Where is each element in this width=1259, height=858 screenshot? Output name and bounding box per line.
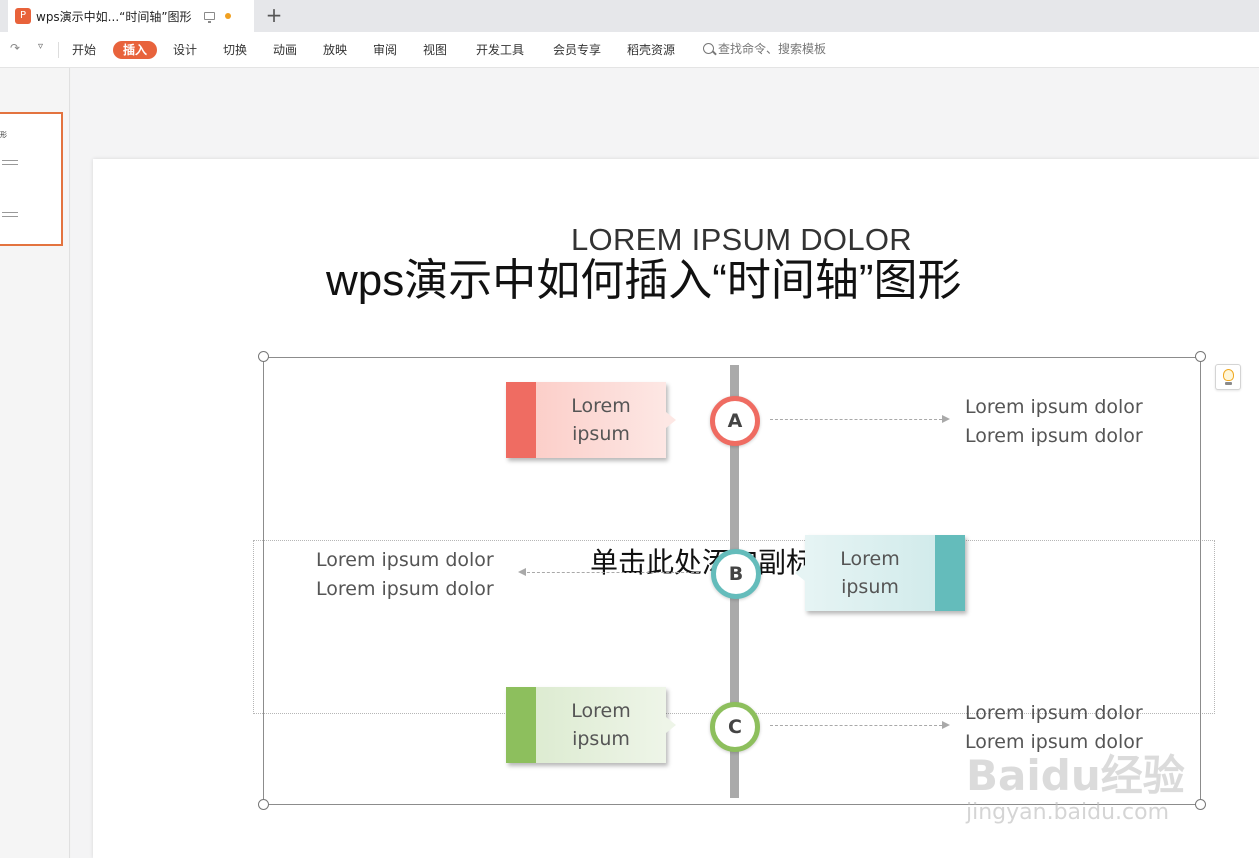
thumbnail-text-line	[2, 164, 18, 165]
resize-handle-top-right[interactable]	[1195, 351, 1206, 362]
timeline-card-a[interactable]: Lorem ipsum	[506, 382, 676, 458]
watermark-logo: Baidu经验	[966, 751, 1185, 800]
baidu-jingyan-watermark: Baidu经验 jingyan.baidu.com	[966, 742, 1196, 832]
redo-icon[interactable]: ↷	[10, 41, 21, 55]
screen-icon[interactable]	[203, 12, 215, 23]
description-line: Lorem ipsum dolor	[316, 578, 494, 600]
resize-handle-bottom-right[interactable]	[1195, 799, 1206, 810]
quick-access-dropdown-icon[interactable]: ▿	[38, 41, 44, 52]
slide[interactable]	[93, 159, 1259, 858]
connector-arrow-icon	[942, 415, 950, 423]
connector-line	[527, 572, 699, 573]
card-pointer	[795, 565, 805, 581]
lightbulb-icon	[1223, 369, 1234, 381]
thumbnail-text-line	[2, 216, 18, 217]
document-tab[interactable]: P wps演示中如...“时间轴”图形	[8, 0, 254, 32]
description-line: Lorem ipsum dolor	[965, 425, 1143, 447]
description-line: Lorem ipsum dolor	[316, 549, 494, 571]
new-tab-plus-icon[interactable]: +	[265, 3, 283, 27]
resize-handle-top-left[interactable]	[258, 351, 269, 362]
lightbulb-base	[1225, 382, 1232, 385]
timeline-card-c[interactable]: Lorem ipsum	[506, 687, 676, 763]
selection-frame[interactable]	[263, 357, 1201, 805]
card-color-bar	[506, 382, 536, 458]
tab-developer[interactable]: 开发工具	[476, 43, 525, 57]
ribbon-toolbar: ↷ ▿ 开始 插入 设计 切换 动画 放映 审阅 视图 开发工具 会员专享 稻壳…	[0, 32, 1259, 68]
ribbon-divider	[58, 42, 59, 58]
thumbnail-title: 形	[0, 131, 7, 139]
resize-handle-bottom-left[interactable]	[258, 799, 269, 810]
timeline-node-a[interactable]: A	[710, 396, 760, 446]
connector-line	[770, 725, 942, 726]
thumbnail-text-line	[2, 160, 18, 161]
smart-design-button[interactable]	[1215, 364, 1241, 390]
unsaved-dot-icon	[224, 13, 231, 19]
timeline-node-c[interactable]: C	[710, 702, 760, 752]
tab-start[interactable]: 开始	[72, 43, 97, 57]
connector-arrow-icon	[942, 721, 950, 729]
card-label: Lorem ipsum	[571, 700, 631, 750]
tab-slideshow[interactable]: 放映	[323, 43, 348, 57]
slide-thumbnail-panel: 形	[0, 68, 70, 858]
tab-review[interactable]: 审阅	[373, 43, 398, 57]
card-label: Lorem ipsum	[840, 548, 900, 598]
connector-arrow-icon	[518, 568, 526, 576]
card-pointer	[666, 412, 676, 428]
card-label: Lorem ipsum	[571, 395, 631, 445]
card-pointer	[666, 717, 676, 733]
tab-design[interactable]: 设计	[173, 43, 198, 57]
tab-animation[interactable]: 动画	[273, 43, 298, 57]
timeline-card-b[interactable]: Lorem ipsum	[795, 535, 965, 611]
wps-presentation-icon: P	[15, 8, 31, 24]
tab-transition[interactable]: 切换	[223, 43, 248, 57]
description-line: Lorem ipsum dolor	[965, 702, 1143, 724]
description-line: Lorem ipsum dolor	[965, 731, 1143, 753]
card-color-bar	[506, 687, 536, 763]
watermark-url: jingyan.baidu.com	[966, 800, 1170, 825]
slide-title[interactable]: wps演示中如何插入“时间轴”图形	[326, 256, 962, 305]
node-label: C	[728, 716, 742, 738]
search-icon	[703, 43, 714, 54]
tab-member[interactable]: 会员专享	[553, 43, 602, 57]
slide-thumbnail-1[interactable]: 形	[0, 112, 63, 246]
node-label: A	[727, 410, 743, 432]
timeline-node-b[interactable]: B	[711, 549, 761, 599]
node-label: B	[728, 563, 744, 585]
tab-bar: P wps演示中如...“时间轴”图形 +	[0, 0, 1259, 32]
thumbnail-text-line	[2, 212, 18, 213]
connector-line	[770, 419, 942, 420]
command-search[interactable]: 查找命令、搜索模板	[703, 40, 826, 57]
tab-view[interactable]: 视图	[423, 43, 448, 57]
ghost-title-text[interactable]: LOREM IPSUM DOLOR	[571, 222, 912, 257]
description-line: Lorem ipsum dolor	[965, 396, 1143, 418]
card-color-bar	[935, 535, 965, 611]
timeline-description-a[interactable]: Lorem ipsum dolor Lorem ipsum dolor	[965, 393, 1143, 451]
document-tab-title: wps演示中如...“时间轴”图形	[36, 9, 192, 24]
timeline-description-c[interactable]: Lorem ipsum dolor Lorem ipsum dolor	[965, 699, 1143, 757]
timeline-description-b[interactable]: Lorem ipsum dolor Lorem ipsum dolor	[316, 546, 494, 604]
search-placeholder: 查找命令、搜索模板	[718, 42, 827, 56]
tab-insert[interactable]: 插入	[113, 41, 158, 59]
tab-docer-resources[interactable]: 稻壳资源	[627, 43, 676, 57]
